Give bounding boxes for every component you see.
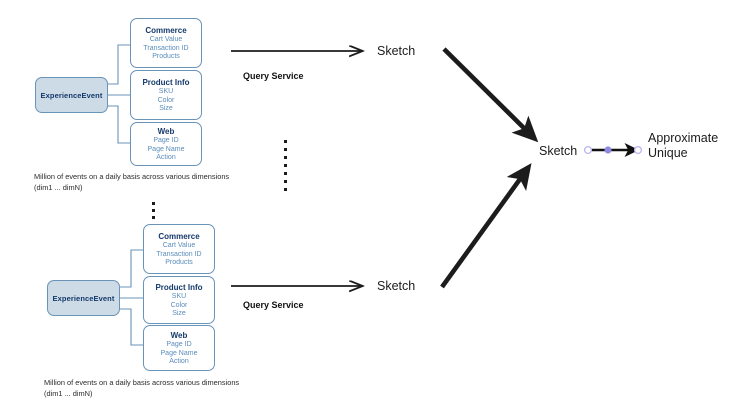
attribute-field: Action — [169, 357, 189, 365]
attribute-title: Commerce — [145, 25, 187, 35]
attribute-field: Transaction ID — [143, 44, 189, 52]
attribute-field: Color — [170, 301, 188, 309]
attribute-field: Action — [156, 153, 176, 161]
entity-box-experience-event-top[interactable]: ExperienceEvent — [35, 77, 108, 113]
attribute-field: Size — [159, 104, 173, 112]
attribute-box-web-top[interactable]: Web Page ID Page Name Action — [130, 122, 202, 166]
sketch-label-top: Sketch — [377, 44, 416, 58]
attribute-box-web-bottom[interactable]: Web Page ID Page Name Action — [143, 325, 215, 371]
attribute-box-commerce-top[interactable]: Commerce Cart Value Transaction ID Produ… — [130, 18, 202, 68]
attribute-field: Size — [172, 309, 186, 317]
attribute-title: Web — [170, 330, 188, 340]
attribute-field: Cart Value — [162, 242, 196, 250]
caption-bottom: Million of events on a daily basis acros… — [44, 378, 240, 399]
attribute-title: Commerce — [158, 231, 200, 241]
merge-arrow-top — [442, 47, 539, 143]
merge-arrow-bottom — [440, 163, 532, 289]
attribute-field: Page Name — [147, 145, 185, 153]
query-service-label-top: Query Service — [243, 71, 304, 81]
caption-top: Million of events on a daily basis acros… — [34, 172, 230, 193]
entity-attribute-links-bottom — [120, 249, 143, 346]
attribute-field: Cart Value — [149, 36, 183, 44]
attribute-field: SKU — [171, 293, 187, 301]
attribute-title: Product Info — [155, 282, 203, 292]
attribute-field: Page Name — [160, 349, 198, 357]
sketch-label-bottom: Sketch — [377, 279, 416, 293]
vertical-ellipsis-icon-middle — [284, 140, 287, 196]
query-service-label-bottom: Query Service — [243, 300, 304, 310]
attribute-field: SKU — [158, 88, 174, 96]
attribute-box-product-info-bottom[interactable]: Product Info SKU Color Size — [143, 276, 215, 324]
sketch-to-result-connector — [583, 142, 643, 158]
attribute-field: Products — [152, 52, 180, 60]
vertical-ellipsis-icon-left — [152, 202, 155, 223]
attribute-field: Page ID — [166, 341, 192, 349]
sketch-label-merged: Sketch — [539, 144, 578, 158]
entity-attribute-links-top — [108, 44, 130, 144]
attribute-field: Page ID — [153, 137, 179, 145]
entity-label: ExperienceEvent — [52, 293, 115, 303]
entity-label: ExperienceEvent — [40, 90, 103, 100]
approximate-unique-label: Approximate Unique — [648, 131, 719, 161]
attribute-box-commerce-bottom[interactable]: Commerce Cart Value Transaction ID Produ… — [143, 224, 215, 274]
attribute-title: Product Info — [142, 77, 190, 87]
attribute-field: Transaction ID — [156, 250, 202, 258]
attribute-field: Color — [157, 96, 175, 104]
entity-box-experience-event-bottom[interactable]: ExperienceEvent — [47, 280, 120, 316]
attribute-title: Web — [157, 126, 175, 136]
attribute-box-product-info-top[interactable]: Product Info SKU Color Size — [130, 70, 202, 120]
attribute-field: Products — [165, 258, 193, 266]
